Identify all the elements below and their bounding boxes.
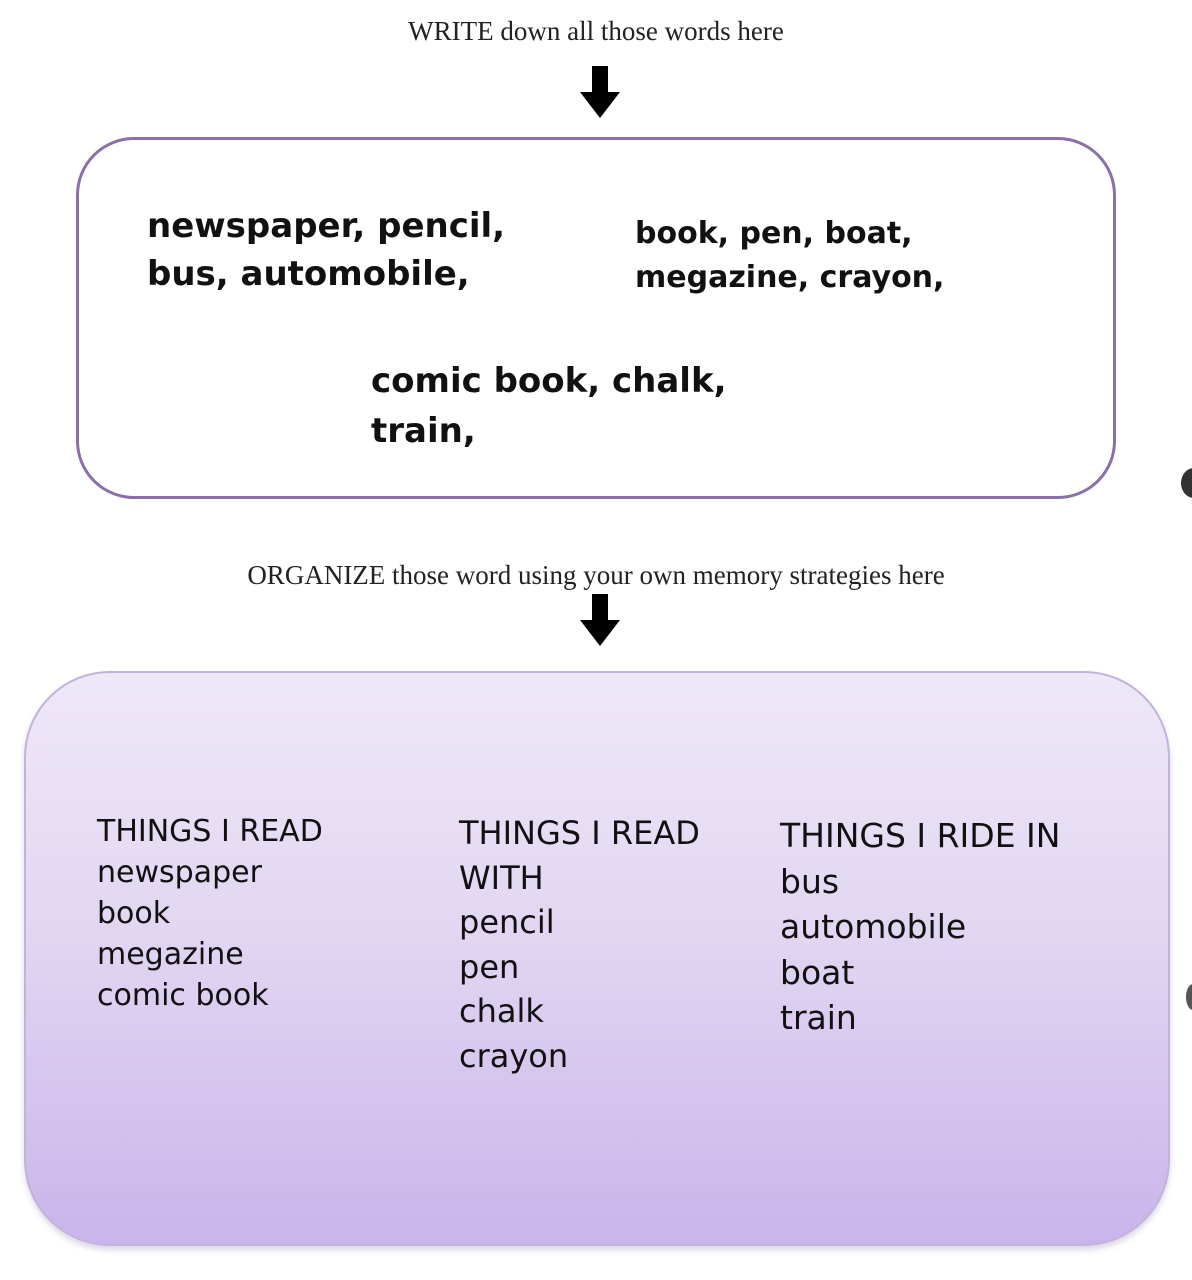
- word-line: book, pen, boat,: [635, 216, 913, 251]
- category-item: train: [780, 998, 857, 1037]
- category-item: bus: [780, 861, 840, 901]
- edge-dot: [1181, 468, 1192, 498]
- category-item: pencil: [459, 903, 555, 941]
- organize-instruction: ORGANIZE those word using your own memor…: [247, 560, 945, 590]
- category-heading: THINGS I RIDE IN: [780, 816, 1061, 855]
- arrow-down-icon: [580, 594, 620, 646]
- category-item: automobile: [780, 907, 967, 946]
- word-line: train,: [371, 411, 476, 451]
- word-line: bus, automobile,: [147, 254, 470, 294]
- category-item: chalk: [459, 992, 544, 1030]
- category-item: megazine: [97, 937, 244, 972]
- category-heading: THINGS I READ WITH: [459, 814, 700, 897]
- write-instruction: WRITE down all those words here: [408, 16, 784, 46]
- arrow-down-icon: [580, 66, 620, 118]
- category-item: newspaper: [97, 855, 262, 890]
- category-item: comic book: [97, 978, 269, 1013]
- write-words-box: newspaper, pencil, bus, automobile, book…: [76, 137, 1116, 499]
- category-things-i-ride-in: THINGS I RIDE IN bus automobile boat tra…: [780, 813, 1060, 1041]
- word-group-3: comic book, chalk, train,: [371, 356, 727, 456]
- category-things-i-read: THINGS I READ newspaper book megazine co…: [97, 811, 323, 1016]
- category-item: pen: [459, 947, 520, 986]
- category-item: crayon: [459, 1036, 569, 1075]
- organize-words-box: THINGS I READ newspaper book megazine co…: [24, 671, 1170, 1246]
- category-item: book: [97, 896, 171, 931]
- category-heading: THINGS I READ: [97, 814, 323, 849]
- category-item: boat: [780, 952, 855, 992]
- word-line: megazine, crayon,: [635, 260, 945, 295]
- word-line: newspaper, pencil,: [147, 206, 506, 246]
- word-group-2: book, pen, boat, megazine, crayon,: [635, 212, 944, 300]
- edge-dot: [1186, 984, 1192, 1010]
- category-things-i-read-with: THINGS I READ WITH pencil pen chalk cray…: [459, 811, 739, 1078]
- word-group-1: newspaper, pencil, bus, automobile,: [147, 202, 505, 298]
- word-line: comic book, chalk,: [371, 361, 727, 401]
